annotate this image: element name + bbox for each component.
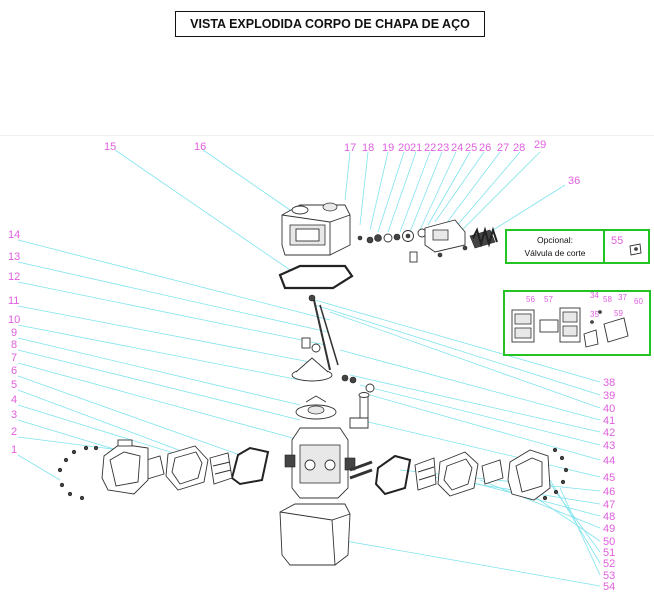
callouts-left: 15 16 14 13 12 11 10 9 8 7 6 5 4 3 2 1 (8, 141, 206, 456)
left-side-gasket-part (230, 446, 270, 486)
callout-7: 7 (11, 352, 17, 364)
cap-assembly-parts (357, 219, 496, 263)
optional-label-line1: Opcional: (537, 235, 573, 245)
callout-22: 22 (424, 142, 436, 154)
callout-1: 1 (11, 444, 17, 456)
callout-23: 23 (437, 142, 449, 154)
top-tank-part (281, 202, 351, 256)
callout-29: 29 (534, 139, 546, 151)
right-plate-part (481, 459, 504, 485)
callout-20: 20 (398, 142, 410, 154)
optional-cutoff-valve-box: Opcional: Válvula de corte 55 (505, 229, 650, 264)
callout-14: 14 (8, 229, 20, 241)
callout-21: 21 (410, 142, 422, 154)
left-screws-part (57, 445, 99, 501)
valve-stem-part (301, 294, 339, 371)
callout-47: 47 (603, 499, 615, 511)
diaphragm-part (295, 395, 337, 420)
kit-label-56: 56 (526, 295, 535, 304)
callout-9: 9 (11, 327, 17, 339)
float-disc-part (291, 357, 375, 393)
callout-53: 53 (603, 570, 615, 582)
callout-6: 6 (11, 365, 17, 377)
callout-51: 51 (603, 547, 615, 559)
callout-4: 4 (11, 394, 17, 406)
callout-45: 45 (603, 472, 615, 484)
right-filter-part (414, 457, 437, 491)
callout-3: 3 (11, 409, 17, 421)
left-cover-part (101, 439, 149, 495)
kit-label-58: 58 (603, 295, 612, 304)
callout-17: 17 (344, 142, 356, 154)
callout-43: 43 (603, 440, 615, 452)
accessory-kit-box: 56 57 34 58 37 35 59 60 (503, 290, 651, 356)
callout-40: 40 (603, 403, 615, 415)
callout-44: 44 (603, 455, 615, 467)
callout-5: 5 (11, 379, 17, 391)
callout-10: 10 (8, 314, 20, 326)
tube-fitting-part (349, 392, 370, 429)
callout-8: 8 (11, 339, 17, 351)
spring-part (472, 226, 498, 248)
callout-15: 15 (104, 141, 116, 153)
callout-25: 25 (465, 142, 477, 154)
callout-36: 36 (568, 175, 580, 187)
kit-label-37: 37 (618, 293, 627, 302)
callout-46: 46 (603, 486, 615, 498)
optional-label-line2: Válvula de corte (525, 248, 586, 258)
callout-18: 18 (362, 142, 374, 154)
bottom-tray-part (279, 503, 351, 566)
right-screws-part (542, 447, 569, 501)
callout-50: 50 (603, 536, 615, 548)
callouts-top: 17 18 19 20 21 22 23 24 25 26 27 28 29 3… (344, 139, 580, 187)
divider-line (0, 135, 654, 136)
right-cover-part (507, 449, 551, 501)
leader-lines (17, 149, 601, 587)
kit-label-59: 59 (614, 309, 623, 318)
callout-2: 2 (11, 426, 17, 438)
right-heater-part (349, 460, 373, 480)
callout-54: 54 (603, 581, 615, 593)
right-frame-part (437, 451, 479, 497)
kit-label-60: 60 (634, 297, 643, 306)
tank-gasket-part (278, 264, 354, 290)
callout-19: 19 (382, 142, 394, 154)
callout-52: 52 (603, 558, 615, 570)
callout-48: 48 (603, 511, 615, 523)
kit-label-35: 35 (590, 310, 599, 319)
callout-49: 49 (603, 523, 615, 535)
callouts-right: 38 39 40 41 42 43 44 45 46 47 48 49 50 5… (603, 377, 615, 593)
kit-label-34: 34 (590, 291, 599, 300)
callout-27: 27 (497, 142, 509, 154)
callout-12: 12 (8, 271, 20, 283)
left-frame-part (165, 445, 209, 491)
kit-label-57: 57 (544, 295, 553, 304)
right-side-gasket-part (374, 454, 412, 496)
callout-42: 42 (603, 427, 615, 439)
callout-41: 41 (603, 415, 615, 427)
diagram-title: VISTA EXPLODIDA CORPO DE CHAPA DE AÇO (175, 11, 485, 37)
callout-38: 38 (603, 377, 615, 389)
callout-26: 26 (479, 142, 491, 154)
callout-24: 24 (451, 142, 463, 154)
left-filter-part (209, 452, 233, 485)
callout-28: 28 (513, 142, 525, 154)
main-body-part (284, 427, 356, 499)
callout-55: 55 (611, 235, 623, 247)
callout-39: 39 (603, 390, 615, 402)
callout-13: 13 (8, 251, 20, 263)
callout-16: 16 (194, 141, 206, 153)
callout-11: 11 (8, 295, 19, 307)
